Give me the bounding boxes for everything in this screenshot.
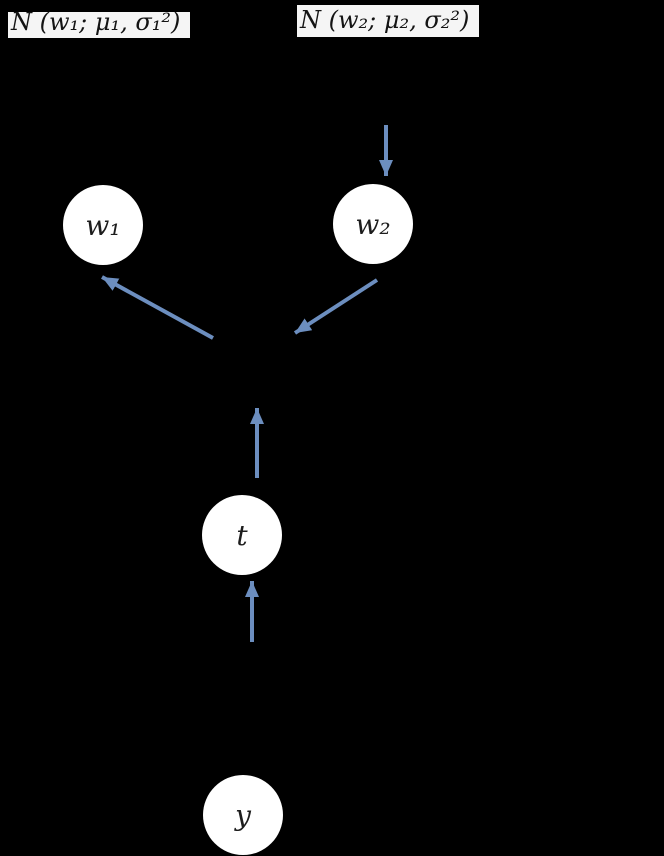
node-w2-label: w₂	[355, 207, 391, 241]
arrow-factor-to-w1	[101, 275, 214, 340]
variable-node-y: y	[203, 775, 283, 855]
node-t-label: t	[236, 518, 248, 552]
node-y-label: y	[235, 798, 251, 832]
prior-distribution-label-w1: N (w₁; μ₁, σ₁²)	[8, 12, 190, 38]
prior-distribution-label-w2: N (w₂; μ₂, σ₂²)	[297, 5, 479, 37]
variable-node-w1: w₁	[63, 185, 143, 265]
prior-w1-formula: N (w₁; μ₁, σ₁²)	[11, 12, 181, 36]
node-w1-label: w₁	[85, 208, 121, 242]
prior-w2-formula: N (w₂; μ₂, σ₂²)	[300, 6, 470, 34]
arrow-w2-to-factor	[293, 278, 379, 335]
variable-node-t: t	[202, 495, 282, 575]
variable-node-w2: w₂	[333, 184, 413, 264]
